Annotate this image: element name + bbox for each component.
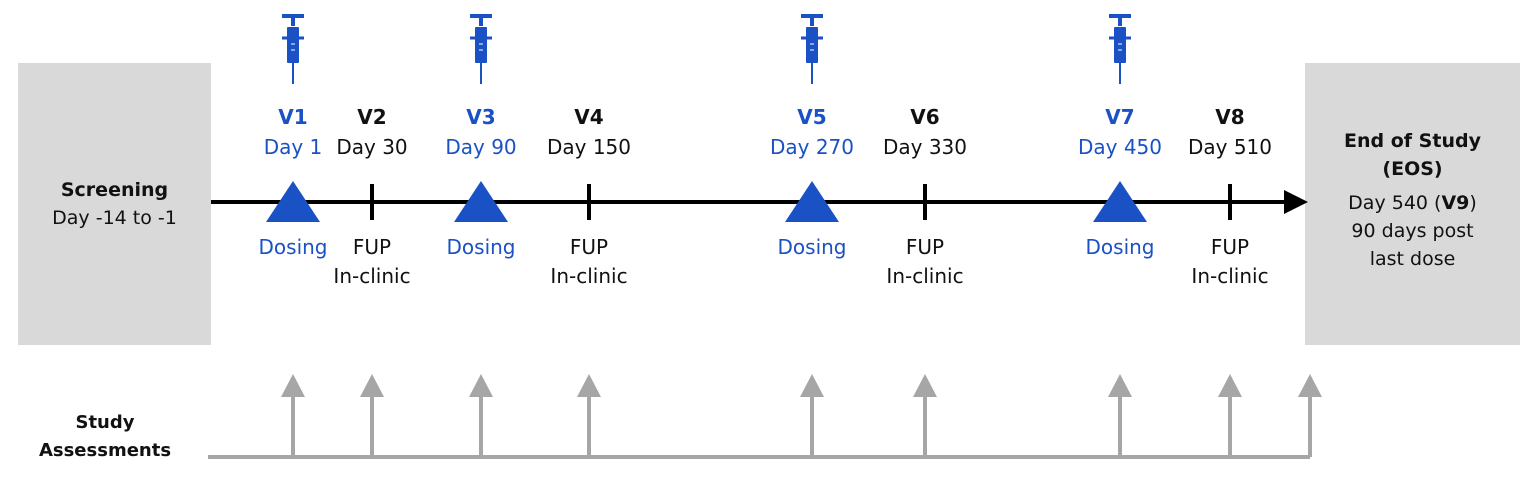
visit-day-v6: Day 330: [882, 135, 968, 159]
up-arrow-icon: [360, 374, 384, 457]
visit-day-v3: Day 90: [445, 135, 517, 159]
screening-days: Day -14 to -1: [52, 207, 177, 229]
syringe-icon: [282, 14, 304, 84]
visit-event-v4: FUP: [569, 235, 609, 259]
dosing-marker: [1093, 181, 1147, 222]
up-arrow-icon: [1108, 374, 1132, 457]
study-assessments-line1: Study: [75, 412, 135, 433]
screening-box: Screening Day -14 to -1: [18, 63, 211, 345]
up-arrow-icon: [1298, 374, 1322, 457]
dosing-marker: [454, 181, 508, 222]
visit-id-v5: V5: [797, 105, 827, 129]
visit-day-v1: Day 1: [263, 135, 323, 159]
end-of-study-box: End of Study (EOS) Day 540 (V9) 90 days …: [1305, 63, 1520, 345]
up-arrow-icon: [469, 374, 493, 457]
syringe-icon: [470, 14, 492, 84]
visit-event-v1: Dosing: [258, 235, 328, 259]
visit-id-v3: V3: [466, 105, 496, 129]
visit-event2-v8: In-clinic: [1191, 264, 1269, 288]
visit-event-v3: Dosing: [446, 235, 516, 259]
visit-id-v1: V1: [278, 105, 308, 129]
study-assessments-label: Study Assessments: [30, 409, 180, 465]
eos-title-line2: (EOS): [1382, 158, 1443, 180]
visit-event-v7: Dosing: [1085, 235, 1155, 259]
visit-id-v6: V6: [910, 105, 940, 129]
eos-title-line1: End of Study: [1344, 130, 1481, 152]
eos-day-visit: V9: [1441, 192, 1470, 214]
visit-event2-v4: In-clinic: [550, 264, 628, 288]
eos-line3: last dose: [1369, 248, 1456, 270]
up-arrow-icon: [913, 374, 937, 457]
eos-day-suffix: ): [1469, 192, 1477, 214]
eos-day-prefix: Day 540 (: [1348, 192, 1442, 214]
dosing-marker: [785, 181, 839, 222]
visit-id-v8: V8: [1215, 105, 1245, 129]
visit-event-v5: Dosing: [777, 235, 847, 259]
up-arrow-icon: [800, 374, 824, 457]
visit-id-v7: V7: [1105, 105, 1135, 129]
up-arrow-icon: [281, 374, 305, 457]
visit-day-v2: Day 30: [336, 135, 408, 159]
syringe-icon: [801, 14, 823, 84]
eos-day: Day 540 (V9): [1348, 189, 1477, 217]
up-arrow-icon: [577, 374, 601, 457]
visit-event-v8: FUP: [1210, 235, 1250, 259]
visit-day-v5: Day 270: [769, 135, 855, 159]
dosing-marker: [266, 181, 320, 222]
visit-id-v2: V2: [357, 105, 387, 129]
timeline-arrowhead: [1284, 190, 1308, 214]
visit-event-v2: FUP: [352, 235, 392, 259]
visit-event2-v6: In-clinic: [886, 264, 964, 288]
visit-day-v4: Day 150: [546, 135, 632, 159]
up-arrow-icon: [1218, 374, 1242, 457]
syringe-icon: [1109, 14, 1131, 84]
visit-day-v7: Day 450: [1077, 135, 1163, 159]
eos-line2: 90 days post: [1351, 220, 1474, 242]
visit-event2-v2: In-clinic: [333, 264, 411, 288]
screening-title: Screening: [60, 179, 169, 201]
visit-id-v4: V4: [574, 105, 604, 129]
study-assessments-line2: Assessments: [38, 440, 172, 461]
visit-event-v6: FUP: [905, 235, 945, 259]
visit-day-v8: Day 510: [1187, 135, 1273, 159]
